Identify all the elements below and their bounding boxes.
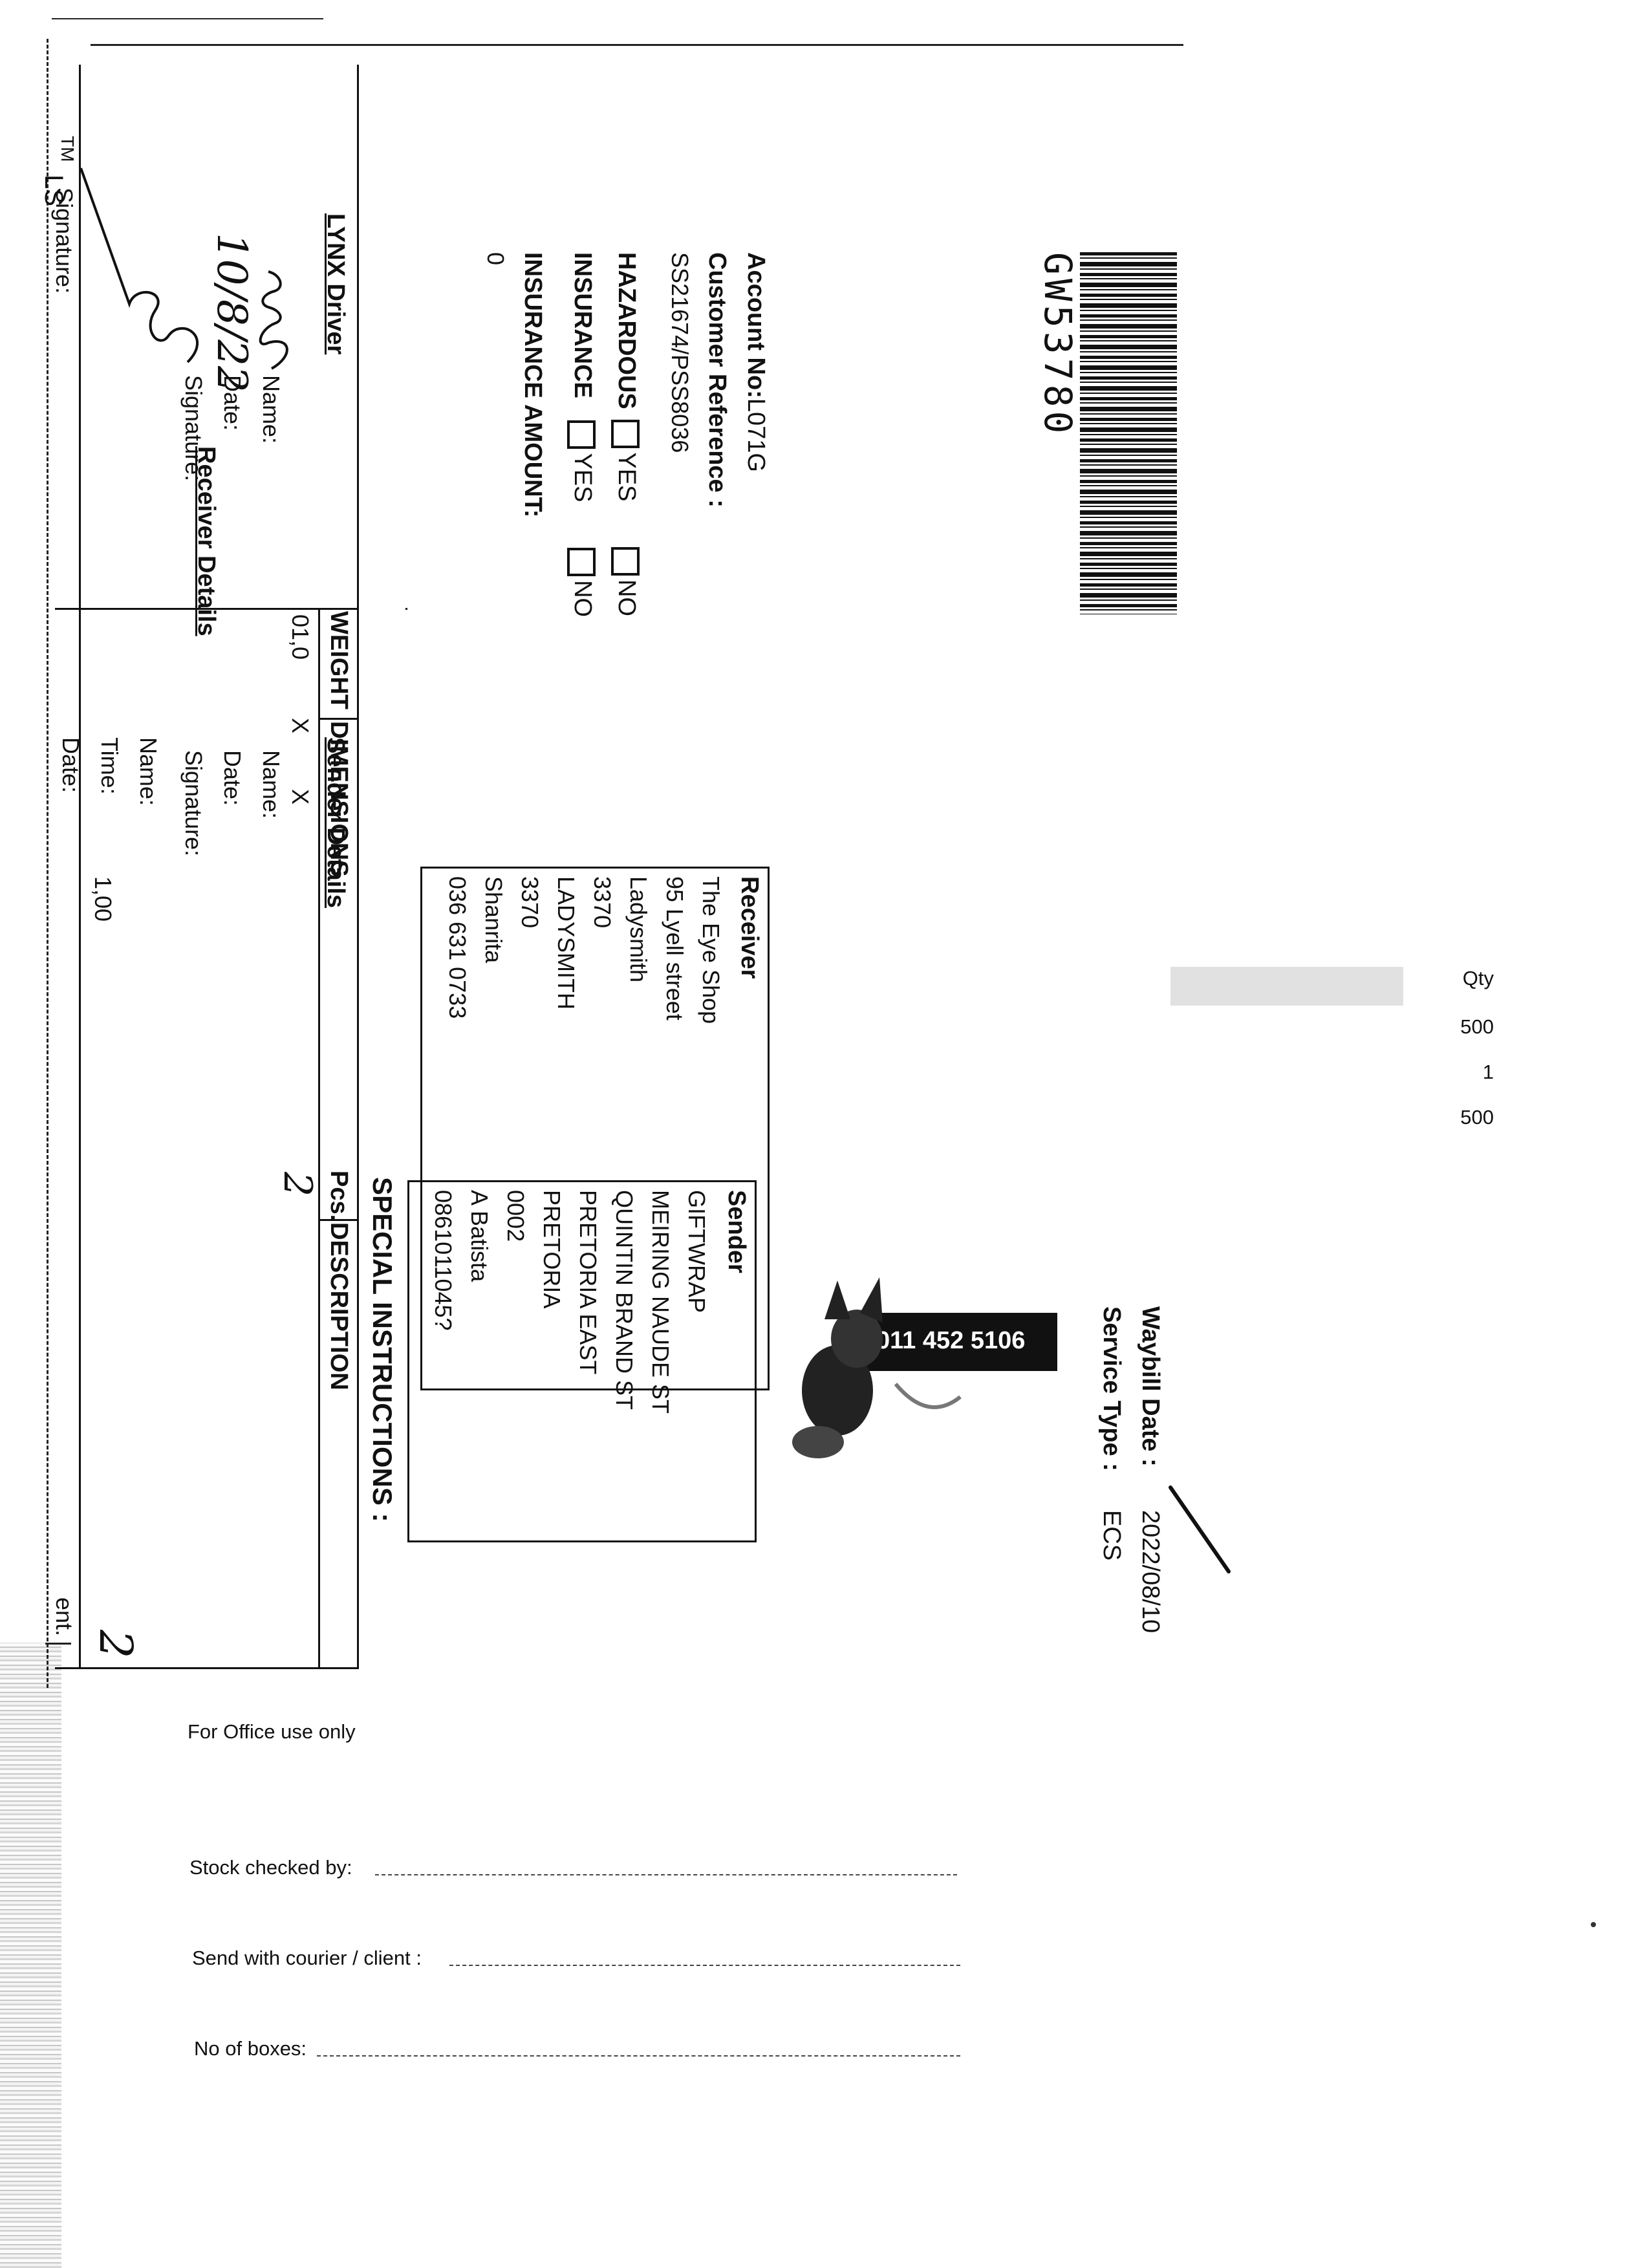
customer-ref-value: SS21674/PSS8036 (667, 252, 693, 453)
scan-edge-strip (0, 1643, 61, 2268)
row-dim-x2: X (287, 718, 314, 734)
customer-ref-label: Customer Reference : (704, 252, 731, 508)
mascot-logo: 011 452 5106 (792, 1277, 1057, 1458)
table-top-rule (357, 65, 359, 1669)
receiver-line-2: 95 Lyell street (662, 876, 688, 1021)
waybill-form: GW53780 Waybill Date : 2022/08/10 Servic… (39, 39, 1231, 1688)
scan-top-line-2 (91, 44, 1183, 46)
receiver-line-3: Ladysmith (625, 876, 652, 983)
scan-dust (1591, 1922, 1596, 1927)
receiver-line-1: The Eye Shop (698, 876, 724, 1024)
table-pcs-divider (320, 1219, 359, 1221)
row-pcs-handwritten: 2 (275, 1172, 320, 1197)
col-pcs-header: Pcs. (325, 1171, 352, 1222)
total-pcs-handwritten: 2 (89, 1630, 142, 1659)
receiver-details-time-label: Time: (96, 737, 123, 795)
waybill-number: GW53780 (1036, 252, 1080, 438)
row-weight: 01,0 (287, 614, 314, 660)
scan-left-tick (45, 1643, 71, 1645)
send-with-label: Send with courier / client : (192, 1947, 422, 1969)
receiver-heading: Receiver (736, 876, 763, 979)
driver-signature-scribble (80, 167, 199, 363)
promo-phone: 011 452 5106 (876, 1327, 1025, 1354)
row-dim-x1: X (287, 789, 314, 805)
qty-header: Qty (1462, 967, 1494, 989)
sender-details-name-label: Name: (258, 750, 285, 819)
col-weight-header: WEIGHT (325, 611, 352, 709)
hazardous-label: HAZARDOUS (613, 252, 640, 409)
pen-stroke-mark (1169, 1485, 1231, 1573)
tm-mark: TM (58, 136, 78, 162)
table-header-rule (318, 608, 320, 1669)
service-type-label: Service Type : (1098, 1306, 1125, 1471)
insurance-amount-value: 0 (482, 252, 509, 266)
boxes-label: No of boxes: (194, 2037, 307, 2060)
send-with-field[interactable] (449, 1965, 960, 1966)
table-weight-divider (320, 718, 359, 720)
boxes-field[interactable] (317, 2055, 960, 2057)
insurance-no-label: NO (569, 580, 596, 618)
driver-name-label: Name: (258, 375, 285, 444)
receiver-details-heading: Receiver Details (193, 446, 220, 636)
office-use-heading: For Office use only (188, 1720, 356, 1743)
hazardous-no-checkbox[interactable] (611, 546, 640, 576)
receiver-line-7: Shanrita (480, 876, 507, 964)
insurance-yes-label: YES (569, 453, 596, 502)
receiver-line-4: 3370 (589, 876, 616, 929)
waybill-barcode (1080, 252, 1177, 614)
waybill-date-label: Waybill Date : (1137, 1306, 1164, 1467)
service-type-value: ECS (1098, 1510, 1125, 1561)
receiver-line-5: LADYSMITH (553, 876, 579, 1010)
stock-checked-label: Stock checked by: (189, 1856, 352, 1879)
receiver-details-name-label: Name: (135, 737, 162, 806)
stock-checked-field[interactable] (375, 1874, 957, 1875)
scan-top-line (52, 18, 323, 19)
account-value: L071G (742, 398, 770, 472)
insurance-label: INSURANCE (569, 252, 596, 398)
insurance-no-checkbox[interactable] (567, 548, 596, 577)
waybill-date-value: 2022/08/10 (1137, 1510, 1164, 1634)
driver-heading: LYNX Driver (322, 213, 349, 355)
insurance-amount-label: INSURANCE AMOUNT: (519, 252, 546, 518)
qty-value-1: 500 (1460, 1015, 1494, 1038)
receiver-details-date-label: Date: (58, 737, 84, 794)
sender-details-date-label: Date: (219, 750, 246, 806)
table-right-border (55, 1667, 359, 1669)
hazardous-no-label: NO (613, 579, 640, 616)
hazardous-row: HAZARDOUS YES NO (611, 252, 640, 616)
driver-name-signature (259, 270, 288, 370)
special-instructions-label: SPECIAL INSTRUCTIONS : (367, 1177, 398, 1522)
col-description-header: DESCRIPTION (325, 1222, 352, 1390)
qty-value-3: 500 (1460, 1106, 1494, 1129)
receiver-line-6: 3370 (517, 876, 543, 929)
account-label: Account No:L071G (742, 252, 770, 472)
qty-value-2: 1 (1482, 1061, 1494, 1083)
total-weight: 1,00 (90, 876, 116, 922)
account-label-text: Account No: (742, 252, 770, 398)
insurance-row: INSURANCE YES NO (567, 252, 596, 617)
receiver-line-8: 036 631 0733 (444, 876, 471, 1019)
tear-off-line (47, 39, 48, 1688)
scan-grey-patch (1170, 967, 1403, 1006)
sender-details-heading: Sender Details (322, 737, 349, 908)
insurance-yes-checkbox[interactable] (567, 420, 596, 449)
driver-section-divider (405, 608, 407, 610)
edge-fragment-ls: LS (39, 175, 68, 206)
sender-details-signature-label: Signature: (180, 750, 207, 857)
hazardous-yes-label: YES (613, 452, 640, 502)
hazardous-yes-checkbox[interactable] (611, 420, 640, 449)
edge-fragment-ent: ent. (51, 1597, 78, 1637)
